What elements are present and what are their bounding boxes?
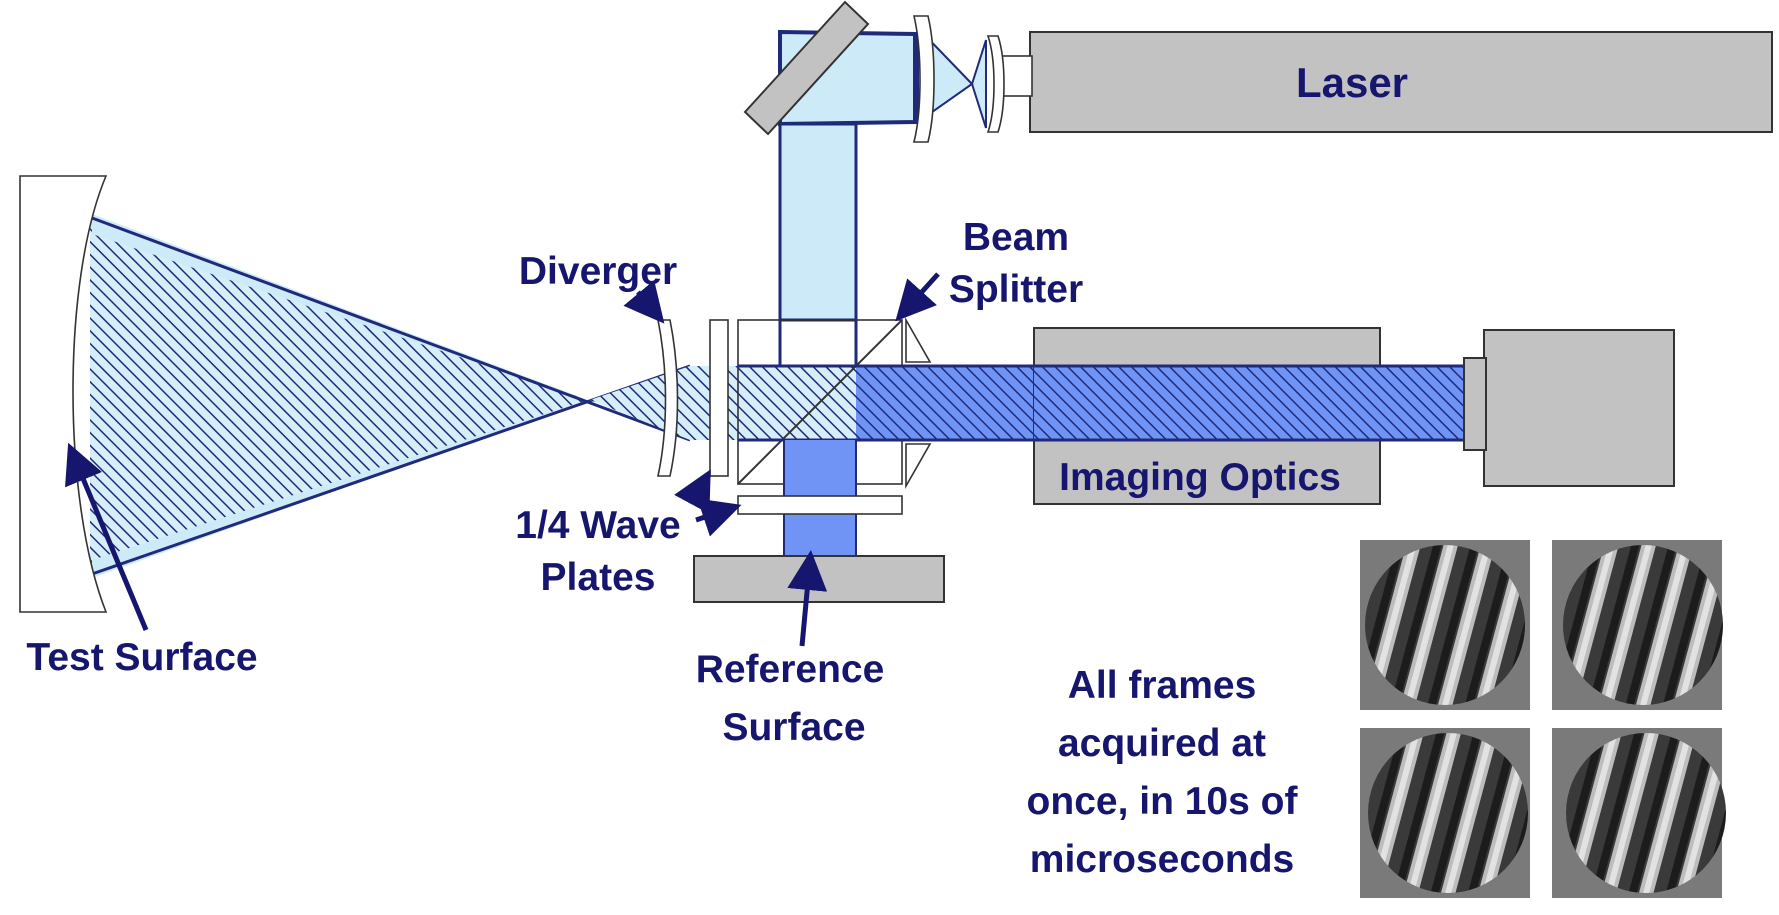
test-beam-cone (90, 216, 588, 576)
beam-splitter-arrow (895, 272, 940, 322)
fringe-frame-2 (1552, 540, 1723, 710)
fold-mirror (743, 0, 870, 136)
wave-plate-arrow-test (674, 469, 711, 514)
caption-line1: All frames (1068, 664, 1257, 707)
camera-sensor (1463, 357, 1487, 451)
quarter-wave-plate-test (709, 319, 729, 477)
laser-expander-lens (912, 15, 935, 143)
laser-label: Laser (1296, 59, 1408, 106)
fringe-frame-4 (1552, 728, 1726, 898)
reference-surface-label-line1: Reference (696, 648, 885, 691)
test-surface-arrow (65, 442, 149, 631)
caption-line2: acquired at (1058, 722, 1266, 765)
laser-aperture (999, 55, 1033, 97)
test-surface-label: Test Surface (26, 636, 257, 679)
test-surface-mirror (19, 175, 108, 613)
fringe-frame-1 (1360, 540, 1530, 710)
wave-plates-label-line1: 1/4 Wave (515, 504, 680, 547)
diverger-lens (657, 319, 679, 477)
quarter-wave-plate-reference (737, 495, 903, 515)
laser-body (1029, 31, 1773, 133)
wave-plates-label-line2: Plates (541, 556, 656, 599)
upper-beam-vertical (778, 122, 858, 322)
reference-surface-label-line2: Surface (722, 706, 865, 749)
diverger-label: Diverger (519, 250, 677, 293)
caption-line4: microseconds (1030, 838, 1294, 881)
camera-body (1483, 329, 1675, 487)
caption-line3: once, in 10s of (1027, 780, 1299, 823)
beam-splitter-label-line1: Beam (963, 216, 1069, 259)
beam-splitter-diagonal (737, 319, 903, 485)
prism-bottom (905, 443, 932, 490)
diverger-arrow (623, 280, 665, 324)
reference-surface (693, 555, 945, 603)
laser-collimating-lens (986, 35, 1005, 133)
wave-plate-arrow-reference (695, 498, 742, 537)
reference-surface-arrow (787, 550, 828, 647)
test-beam-cone-edge-fill (92, 214, 588, 400)
laser-focus-cone (970, 39, 987, 129)
fringe-frame-3 (1360, 728, 1530, 898)
imaging-optics-label: Imaging Optics (1059, 456, 1341, 499)
beam-splitter-label-line2: Splitter (949, 268, 1083, 311)
prism-top (905, 316, 932, 363)
